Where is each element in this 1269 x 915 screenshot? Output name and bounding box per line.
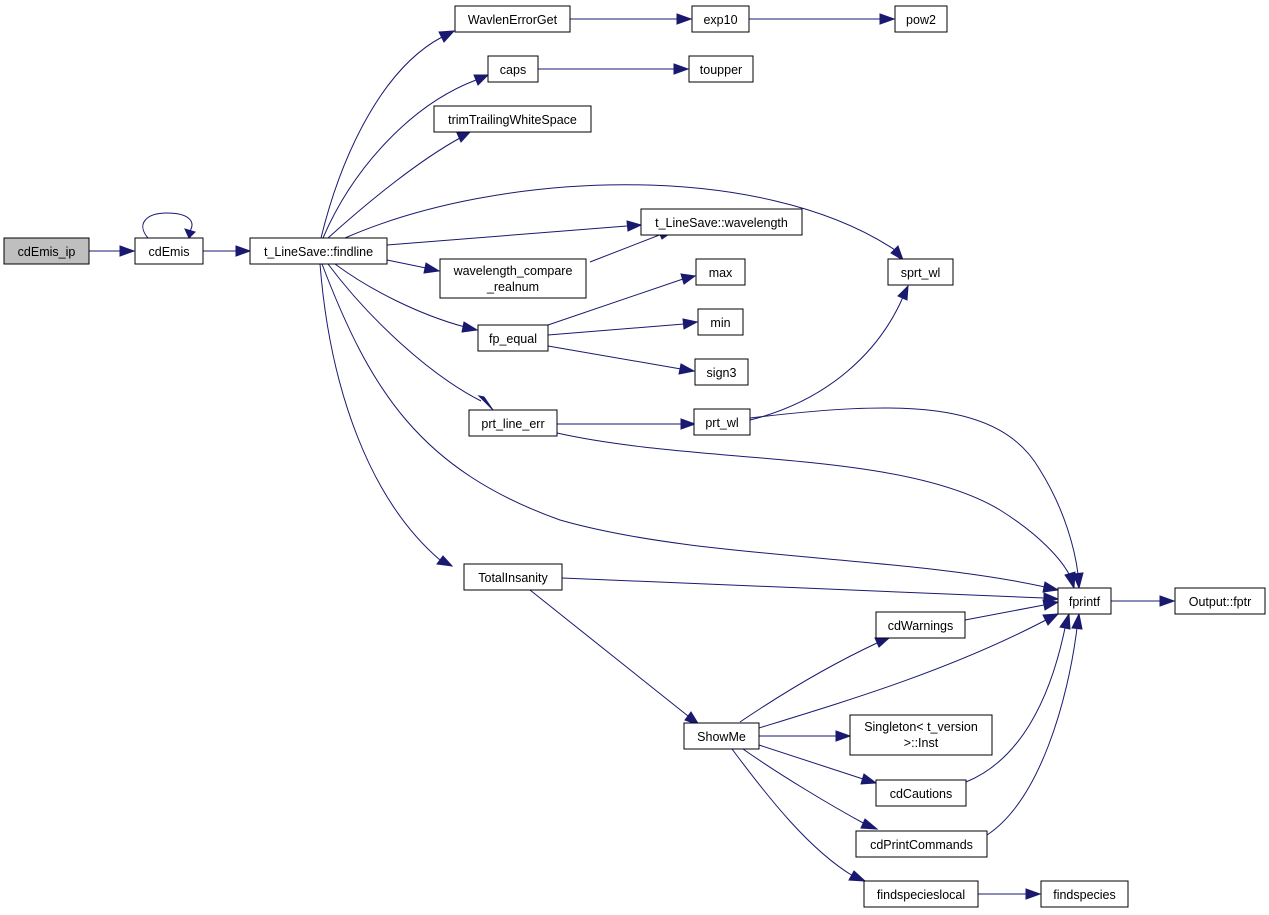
node-label: ShowMe (697, 730, 746, 744)
node-label: caps (500, 63, 526, 77)
node-label-line2: >::Inst (904, 736, 939, 750)
node-cdPrintCommands[interactable]: cdPrintCommands (855, 830, 988, 858)
node-label: cdEmis_ip (18, 245, 76, 259)
node-label: Output::fptr (1189, 595, 1252, 609)
edge-findspecieslocal-findspecies (978, 888, 1042, 900)
edge-cdWarnings-fprintf (964, 599, 1060, 621)
node-label: exp10 (703, 13, 737, 27)
edge-prt_wl-sprt_wl (749, 284, 909, 421)
node-label-line2: _realnum (486, 280, 539, 294)
node-WavlenErrorGet[interactable]: WavlenErrorGet (454, 5, 571, 33)
node-min[interactable]: min (697, 308, 744, 336)
node-label: fprintf (1069, 595, 1101, 609)
edge-fp_equal-min (547, 318, 699, 336)
node-label: t_LineSave::wavelength (655, 216, 788, 230)
node-label: min (710, 316, 730, 330)
edge-findline-TotalInsanity (319, 263, 454, 567)
edge-WavlenErrorGet-exp10 (570, 13, 693, 25)
node-cdCautions[interactable]: cdCautions (875, 779, 967, 807)
node-label: cdPrintCommands (870, 838, 973, 852)
edges-layer (89, 13, 1176, 900)
node-label: cdCautions (890, 787, 953, 801)
node-wavelength_compare_realnum[interactable]: wavelength_compare _realnum (439, 258, 587, 299)
edge-cdPrintCommands-fprintf (986, 612, 1083, 836)
node-label: cdEmis (149, 245, 190, 259)
edge-findline-wavelength_compare_realnum (386, 259, 441, 274)
node-toupper[interactable]: toupper (688, 55, 754, 83)
node-TotalInsanity[interactable]: TotalInsanity (463, 563, 563, 591)
node-findspecieslocal[interactable]: findspecieslocal (863, 880, 979, 908)
node-pow2[interactable]: pow2 (894, 5, 948, 33)
edge-findline-trimTrailingWhiteSpace (327, 130, 473, 239)
node-label: toupper (700, 63, 742, 77)
node-sign3[interactable]: sign3 (694, 358, 749, 386)
node-label: pow2 (906, 13, 936, 27)
node-fp_equal[interactable]: fp_equal (477, 324, 549, 352)
node-findspecies[interactable]: findspecies (1040, 880, 1129, 908)
edge-TotalInsanity-fprintf (561, 577, 1060, 604)
edge-prt_wl-fprintf (749, 407, 1084, 590)
edge-ShowMe-findspecieslocal (731, 748, 867, 882)
edge-cdEmis-cdEmis (142, 212, 196, 239)
node-label: trimTrailingWhiteSpace (448, 113, 577, 127)
edge-ShowMe-fprintf (758, 613, 1060, 729)
node-trimTrailingWhiteSpace[interactable]: trimTrailingWhiteSpace (433, 105, 592, 133)
edge-findline-fprintf (321, 263, 1060, 593)
edge-fp_equal-sign3 (547, 345, 696, 375)
node-label: fp_equal (489, 332, 537, 346)
node-label: max (709, 266, 733, 280)
edge-findline-WavlenErrorGet (320, 30, 456, 239)
node-prt_wl[interactable]: prt_wl (693, 408, 751, 436)
node-max[interactable]: max (695, 258, 746, 286)
node-exp10[interactable]: exp10 (691, 5, 750, 33)
edge-fp_equal-max (547, 273, 697, 326)
node-label: prt_line_err (481, 417, 544, 431)
node-label: findspecieslocal (877, 888, 965, 902)
node-ShowMe[interactable]: ShowMe (683, 722, 760, 750)
edge-findline-prt_line_err (327, 263, 494, 411)
edge-caps-toupper (538, 63, 690, 75)
node-label: prt_wl (705, 416, 738, 430)
edge-ShowMe-Singleton_Inst (759, 730, 852, 742)
node-Singleton_Inst[interactable]: Singleton< t_version >::Inst (849, 714, 993, 756)
node-label: findspecies (1053, 888, 1116, 902)
edge-findline-sprt_wl (344, 184, 904, 262)
edge-cdEmis-findline (203, 245, 252, 257)
edge-ShowMe-cdPrintCommands (742, 748, 879, 830)
node-label: sign3 (707, 366, 737, 380)
node-label: WavlenErrorGet (468, 13, 558, 27)
node-label: t_LineSave::findline (264, 245, 373, 259)
edge-exp10-pow2 (749, 13, 896, 25)
node-sprt_wl[interactable]: sprt_wl (887, 258, 954, 286)
node-prt_line_err[interactable]: prt_line_err (468, 409, 558, 437)
node-Output_fptr[interactable]: Output::fptr (1174, 587, 1266, 615)
node-label: sprt_wl (901, 266, 941, 280)
edge-ShowMe-cdWarnings (739, 637, 891, 723)
edge-ShowMe-cdCautions (758, 744, 878, 785)
node-label: TotalInsanity (478, 571, 548, 585)
node-cdWarnings[interactable]: cdWarnings (875, 611, 966, 639)
edge-findline-caps (322, 74, 490, 239)
node-label-line1: Singleton< t_version (864, 720, 978, 734)
edge-prt_line_err-prt_wl (557, 418, 697, 430)
node-caps[interactable]: caps (487, 55, 539, 83)
edge-cdCautions-fprintf (965, 612, 1071, 783)
node-findline[interactable]: t_LineSave::findline (249, 237, 388, 265)
edge-findline-wavelength (386, 220, 643, 246)
edge-fprintf-Output_fptr (1111, 595, 1176, 607)
edge-cdEmis_ip-cdEmis (89, 245, 136, 257)
edge-findline-fp_equal (334, 263, 479, 333)
node-label: cdWarnings (888, 619, 954, 633)
node-cdEmis[interactable]: cdEmis (134, 237, 204, 265)
node-label-line1: wavelength_compare (453, 264, 573, 278)
edge-TotalInsanity-ShowMe (529, 589, 701, 726)
nodes-layer: cdEmis_ip cdEmis t_LineSave::findline Wa… (3, 5, 1266, 908)
node-wavelength[interactable]: t_LineSave::wavelength (640, 208, 803, 236)
node-fprintf[interactable]: fprintf (1057, 587, 1112, 615)
node-cdEmis_ip[interactable]: cdEmis_ip (3, 237, 90, 265)
edge-prt_line_err-fprintf (556, 432, 1076, 590)
